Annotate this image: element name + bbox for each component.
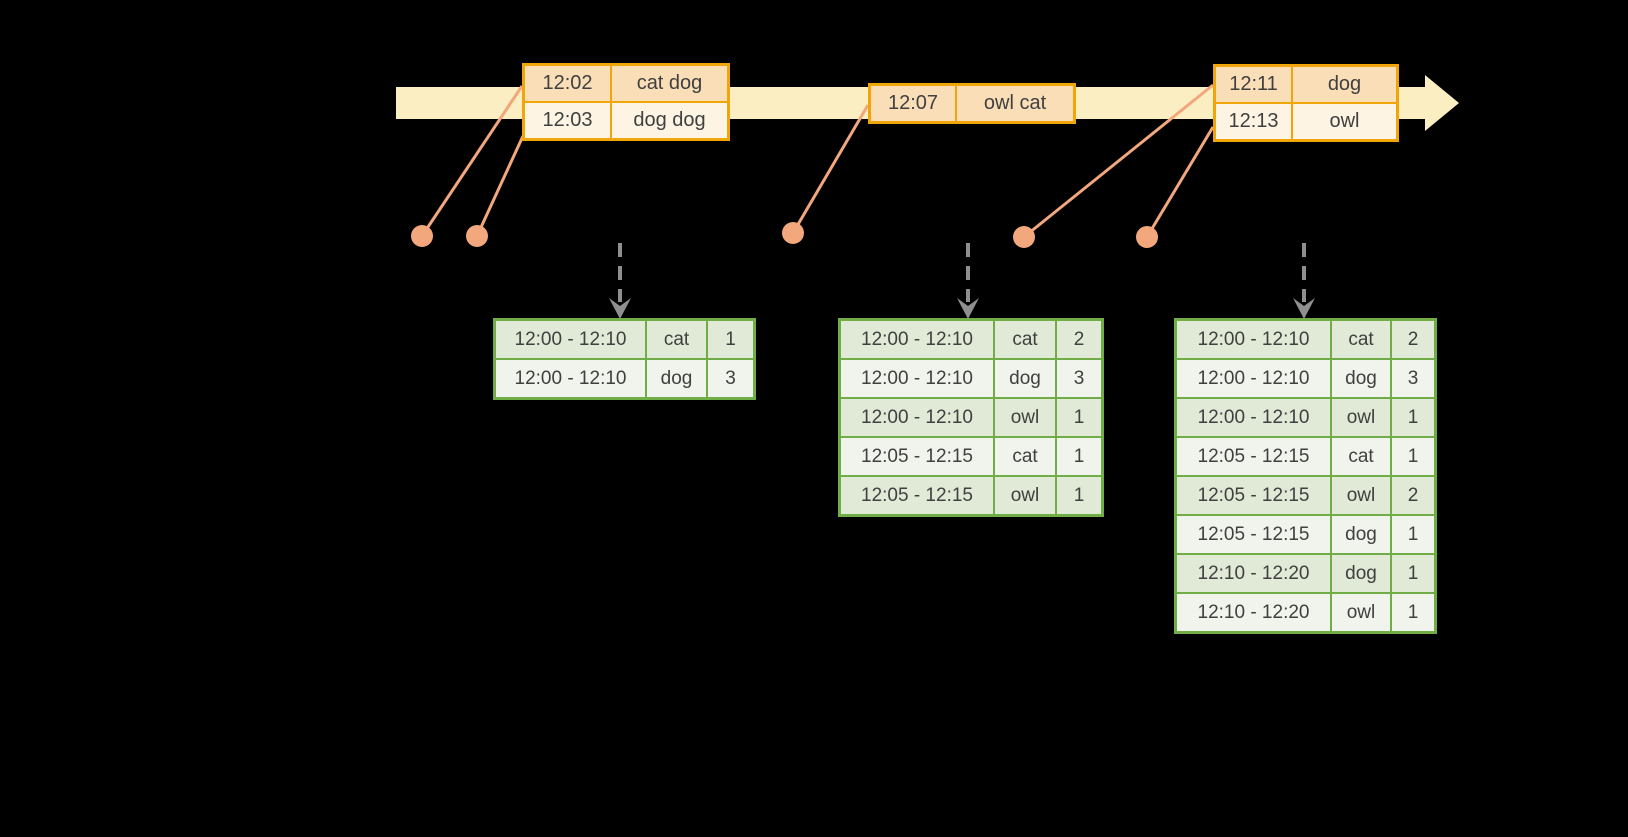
word-cell: dog — [993, 360, 1055, 397]
window-cell: 12:00 - 12:10 — [496, 321, 645, 358]
window-cell: 12:00 - 12:10 — [1177, 321, 1330, 358]
count-cell: 3 — [1055, 360, 1101, 397]
count-cell: 3 — [706, 360, 753, 397]
window-cell: 12:00 - 12:10 — [841, 321, 993, 358]
count-cell: 1 — [1390, 555, 1434, 592]
event-time: 12:02 — [525, 66, 610, 101]
table-row: 12:00 - 12:10 cat 2 — [841, 321, 1101, 358]
window-cell: 12:05 - 12:15 — [841, 477, 993, 514]
event-dot — [1013, 226, 1035, 248]
result-table-2: 12:00 - 12:10 cat 2 12:00 - 12:10 dog 3 … — [838, 318, 1104, 517]
table-row: 12:00 - 12:10 cat 2 — [1177, 321, 1434, 358]
table-row: 12:00 - 12:10 dog 3 — [496, 358, 753, 397]
result-table-3: 12:00 - 12:10 cat 2 12:00 - 12:10 dog 3 … — [1174, 318, 1437, 634]
word-cell: owl — [993, 399, 1055, 436]
table-row: 12:10 - 12:20 owl 1 — [1177, 592, 1434, 631]
window-cell: 12:05 - 12:15 — [1177, 477, 1330, 514]
event-row: 12:02 cat dog — [525, 66, 727, 101]
count-cell: 2 — [1055, 321, 1101, 358]
table-row: 12:05 - 12:15 owl 1 — [841, 475, 1101, 514]
event-dot — [466, 225, 488, 247]
word-cell: cat — [1330, 321, 1390, 358]
count-cell: 2 — [1390, 477, 1434, 514]
trigger-arrow-icon — [1293, 243, 1315, 319]
word-cell: cat — [1330, 438, 1390, 475]
table-row: 12:00 - 12:10 cat 1 — [496, 321, 753, 358]
event-words: owl — [1291, 104, 1396, 139]
window-cell: 12:05 - 12:15 — [841, 438, 993, 475]
event-row: 12:03 dog dog — [525, 101, 727, 138]
table-row: 12:05 - 12:15 owl 2 — [1177, 475, 1434, 514]
count-cell: 2 — [1390, 321, 1434, 358]
event-box-3: 12:11 dog 12:13 owl — [1213, 64, 1399, 142]
window-cell: 12:10 - 12:20 — [1177, 594, 1330, 631]
window-cell: 12:05 - 12:15 — [1177, 516, 1330, 553]
event-time: 12:11 — [1216, 67, 1291, 102]
window-cell: 12:00 - 12:10 — [1177, 399, 1330, 436]
count-cell: 1 — [706, 321, 753, 358]
event-words: dog — [1291, 67, 1396, 102]
event-dot — [411, 225, 433, 247]
count-cell: 3 — [1390, 360, 1434, 397]
event-time: 12:03 — [525, 103, 610, 138]
table-row: 12:00 - 12:10 owl 1 — [1177, 397, 1434, 436]
word-cell: dog — [1330, 516, 1390, 553]
word-cell: owl — [1330, 399, 1390, 436]
count-cell: 1 — [1390, 516, 1434, 553]
word-cell: dog — [1330, 555, 1390, 592]
event-time: 12:07 — [871, 86, 955, 121]
event-row: 12:11 dog — [1216, 67, 1396, 102]
count-cell: 1 — [1055, 477, 1101, 514]
window-cell: 12:05 - 12:15 — [1177, 438, 1330, 475]
word-cell: owl — [1330, 477, 1390, 514]
table-row: 12:00 - 12:10 owl 1 — [841, 397, 1101, 436]
event-box-1: 12:02 cat dog 12:03 dog dog — [522, 63, 730, 141]
word-cell: owl — [993, 477, 1055, 514]
connector-line — [791, 104, 870, 234]
event-box-2: 12:07 owl cat — [868, 83, 1076, 124]
count-cell: 1 — [1390, 399, 1434, 436]
word-cell: dog — [645, 360, 706, 397]
window-cell: 12:00 - 12:10 — [1177, 360, 1330, 397]
event-time: 12:13 — [1216, 104, 1291, 139]
event-row: 12:07 owl cat — [871, 86, 1073, 121]
event-words: dog dog — [610, 103, 727, 138]
result-table-1: 12:00 - 12:10 cat 1 12:00 - 12:10 dog 3 — [493, 318, 756, 400]
event-words: cat dog — [610, 66, 727, 101]
table-row: 12:00 - 12:10 dog 3 — [1177, 358, 1434, 397]
timeline-arrowhead-icon — [1425, 75, 1459, 131]
table-row: 12:05 - 12:15 cat 1 — [841, 436, 1101, 475]
word-cell: cat — [645, 321, 706, 358]
trigger-arrow-icon — [957, 243, 979, 319]
table-row: 12:10 - 12:20 dog 1 — [1177, 553, 1434, 592]
window-cell: 12:00 - 12:10 — [841, 360, 993, 397]
trigger-arrow-icon — [609, 243, 631, 319]
count-cell: 1 — [1055, 399, 1101, 436]
event-dot — [1136, 226, 1158, 248]
count-cell: 1 — [1055, 438, 1101, 475]
window-cell: 12:10 - 12:20 — [1177, 555, 1330, 592]
word-cell: dog — [1330, 360, 1390, 397]
table-row: 12:05 - 12:15 dog 1 — [1177, 514, 1434, 553]
count-cell: 1 — [1390, 594, 1434, 631]
count-cell: 1 — [1390, 438, 1434, 475]
window-cell: 12:00 - 12:10 — [496, 360, 645, 397]
word-cell: cat — [993, 438, 1055, 475]
window-cell: 12:00 - 12:10 — [841, 399, 993, 436]
connector-line — [475, 135, 525, 237]
event-words: owl cat — [955, 86, 1073, 121]
table-row: 12:00 - 12:10 dog 3 — [841, 358, 1101, 397]
connector-line — [1145, 126, 1215, 238]
word-cell: cat — [993, 321, 1055, 358]
event-dot — [782, 222, 804, 244]
table-row: 12:05 - 12:15 cat 1 — [1177, 436, 1434, 475]
event-row: 12:13 owl — [1216, 102, 1396, 139]
word-cell: owl — [1330, 594, 1390, 631]
